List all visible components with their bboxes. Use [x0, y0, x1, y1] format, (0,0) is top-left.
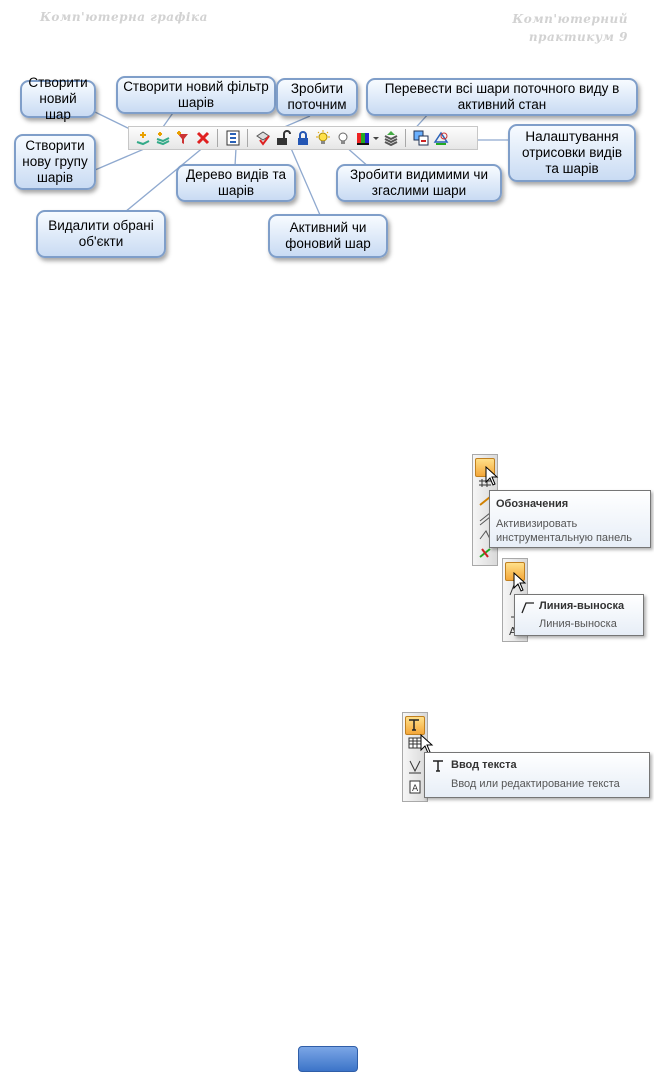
tooltip-leader-title: Линия-выноска [539, 600, 625, 612]
tooltip-designations: Обозначения Активизировать инструменталь… [489, 490, 651, 548]
page-number-button[interactable] [298, 1046, 358, 1072]
render-settings-icon[interactable] [413, 130, 429, 146]
delete-icon[interactable] [195, 130, 211, 146]
callout-visible-hidden: Зробити видимими чи згаслими шари [336, 164, 502, 202]
svg-text:A: A [412, 784, 419, 794]
callout-render-settings: Налаштування отрисовки видів та шарів [508, 124, 636, 182]
toolbar-separator [217, 129, 218, 147]
tree-icon[interactable] [225, 130, 241, 146]
bulb-off-icon[interactable] [335, 130, 351, 146]
toolbar-separator [405, 129, 406, 147]
tooltip-text-title: Ввод текста [451, 759, 517, 771]
svg-text:A: A [509, 625, 517, 638]
tooltip-text-input: Ввод текста Ввод или редактирование текс… [424, 752, 650, 798]
callout-make-current: Зробити поточним [276, 78, 358, 116]
transfer-layers-icon[interactable] [383, 130, 399, 146]
designations-tool-icons [479, 479, 491, 558]
callout-active-bg: Активний чи фоновий шар [268, 214, 388, 258]
callout-new-group: Створити нову групу шарів [14, 134, 96, 190]
new-layer-group-icon[interactable] [155, 130, 171, 146]
bulb-on-icon[interactable] [315, 130, 331, 146]
tooltip-leader-desc: Линия-выноска [539, 618, 617, 630]
callout-new-layer: Створити новий шар [20, 75, 96, 122]
header-subject: Комп'ютерна графіка [40, 10, 208, 24]
text-t-icon [409, 719, 419, 731]
new-filter-icon[interactable] [175, 130, 191, 146]
header-practicum-line2: практикум 9 [528, 30, 628, 44]
color-icon[interactable] [355, 130, 371, 146]
layers-toolbar [128, 126, 478, 150]
chevron-down-icon[interactable] [372, 130, 380, 146]
mouse-cursor-icon [513, 572, 527, 592]
callout-delete: Видалити обрані об'єкти [36, 210, 166, 258]
new-layer-icon[interactable] [135, 130, 151, 146]
tooltip-designations-title: Обозначения [496, 498, 569, 510]
leader-line-icon [521, 602, 534, 614]
text-toolbar: A [402, 712, 428, 802]
lock-icon[interactable] [295, 130, 311, 146]
render-settings-alt-icon[interactable] [433, 130, 449, 146]
tooltip-designations-line2: инструментальную панель [496, 532, 632, 544]
make-current-icon[interactable] [255, 130, 271, 146]
text-t-icon [433, 760, 443, 772]
callout-new-filter: Створити новий фільтр шарів [116, 76, 276, 114]
unlock-icon[interactable] [275, 130, 291, 146]
mouse-cursor-icon [485, 466, 499, 486]
callout-tree: Дерево видів та шарів [176, 164, 296, 202]
tooltip-leader: Линия-выноска Линия-выноска [514, 594, 644, 636]
tooltip-designations-line1: Активизировать [496, 518, 578, 530]
tooltip-text-desc: Ввод или редактирование текста [451, 778, 620, 790]
header-practicum-line1: Комп'ютерний [512, 12, 628, 26]
toolbar-separator [247, 129, 248, 147]
callout-transfer-layers: Перевести всі шари поточного виду в акти… [366, 78, 638, 116]
header-practicum: Комп'ютерний практикум 9 [512, 10, 628, 46]
mouse-cursor-icon [420, 734, 434, 754]
